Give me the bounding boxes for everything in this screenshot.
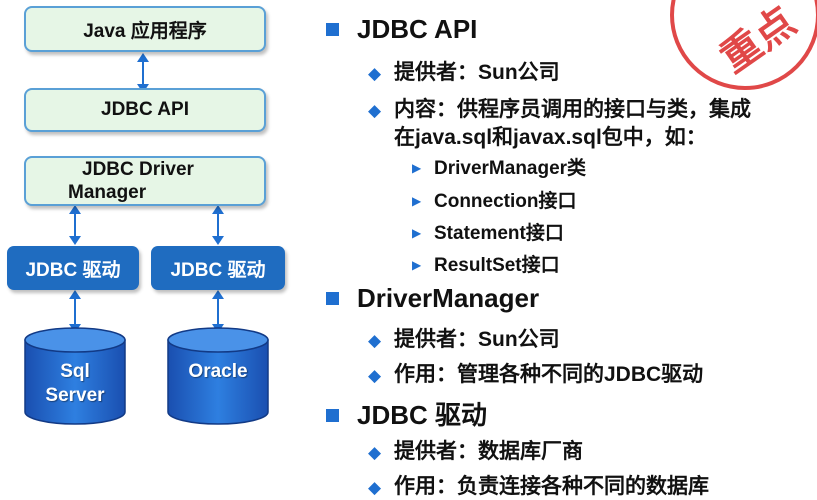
triangle-bullet-icon: ▶ [412,161,422,175]
jdbc-driver-label-right: JDBC 驱动 [170,259,266,281]
java-app-box: Java 应用程序 [24,6,266,52]
arrow-manager-driver-right [212,205,224,245]
triangle-bullet-icon: ▶ [412,226,422,240]
sqlserver-label-line1: Sql [60,361,90,382]
db-cylinder-oracle [167,327,269,425]
dm-item-provider: ◆提供者：Sun公司 [368,328,560,351]
driver-manager-box: JDBC Driver Manager [24,156,266,206]
driver-item-provider: ◆提供者：数据库厂商 [368,440,583,463]
api-subitem: ▶Connection接口 [412,191,577,212]
jdbc-driver-label-left: JDBC 驱动 [25,259,121,281]
sqlserver-label: Sql Server [25,360,125,408]
api-item-content-cont: 在java.sql和javax.sql包中，如： [394,126,707,149]
diamond-bullet-icon: ◆ [368,101,382,120]
arrow-driver-db-right [212,290,224,333]
driver-item-role: ◆作用：负责连接各种不同的数据库 [368,475,709,498]
section-drivermanager-title: DriverManager [326,283,539,314]
diamond-bullet-icon: ◆ [368,366,382,385]
triangle-bullet-icon: ▶ [412,258,422,272]
api-subitem: ▶Statement接口 [412,223,564,244]
arrow-app-api [137,53,149,93]
diamond-bullet-icon: ◆ [368,64,382,83]
dm-item-role: ◆作用：管理各种不同的JDBC驱动 [368,363,704,386]
driver-manager-label-line1: JDBC Driver [82,159,194,180]
jdbc-api-box: JDBC API [24,88,266,132]
diamond-bullet-icon: ◆ [368,331,382,350]
arrow-driver-db-left [69,290,81,333]
diamond-bullet-icon: ◆ [368,478,382,497]
jdbc-driver-box-right: JDBC 驱动 [151,246,285,290]
arrow-manager-driver-left [69,205,81,245]
square-bullet-icon [326,292,339,305]
section-jdbc-api-title: JDBC API [326,14,477,45]
db-cylinder-sqlserver [24,327,126,425]
square-bullet-icon [326,23,339,36]
oracle-label: Oracle [188,361,248,382]
java-app-label: Java 应用程序 [83,20,207,42]
sqlserver-label-line2: Server [45,385,105,406]
diamond-bullet-icon: ◆ [368,443,382,462]
jdbc-api-label: JDBC API [101,99,189,120]
square-bullet-icon [326,409,339,422]
api-subitem: ▶DriverManager类 [412,158,587,179]
driver-manager-label-line2: Manager [68,182,147,203]
jdbc-driver-box-left: JDBC 驱动 [7,246,139,290]
api-item-content: ◆内容：供程序员调用的接口与类，集成 [368,98,751,121]
api-subitem: ▶ResultSet接口 [412,255,560,276]
section-jdbc-driver-title: JDBC 驱动 [326,395,487,432]
triangle-bullet-icon: ▶ [412,194,422,208]
api-item-provider: ◆提供者：Sun公司 [368,61,560,84]
